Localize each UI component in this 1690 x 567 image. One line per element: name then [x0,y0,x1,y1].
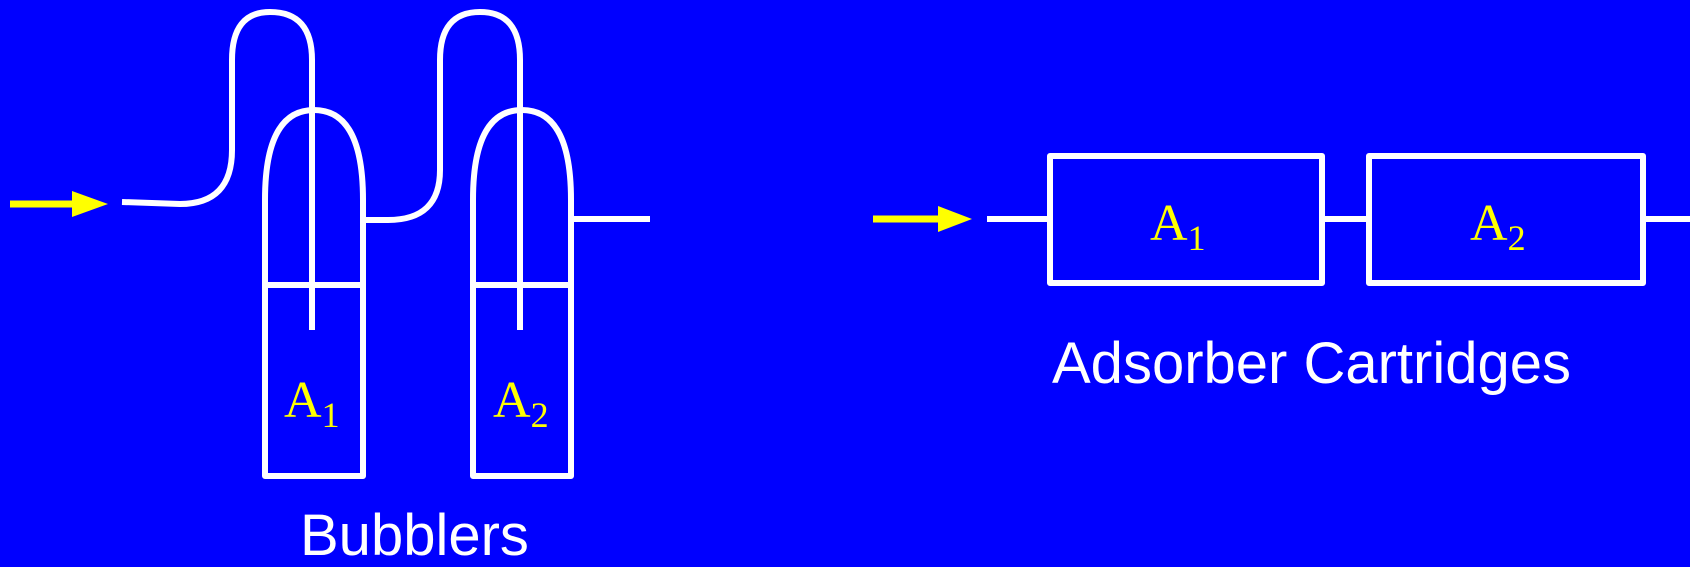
adsorber-cartridges-caption: Adsorber Cartridges [1052,331,1571,396]
bubbler-inlet-arrow [10,191,108,217]
bubblers-caption: Bubblers [300,503,529,567]
cartridge-1-label: A1 [1150,195,1206,258]
bubbler-2-body [470,107,574,479]
bubbler-1-label: A1 [284,372,340,435]
bubbler-inlet-tube [121,9,315,330]
cartridge-2-label: A2 [1470,195,1526,258]
cartridge-inlet-arrow [873,206,972,232]
bubbler-connector-tube [363,9,523,330]
bubbler-1-body [262,107,366,479]
bubbler-2-label: A2 [493,372,549,435]
